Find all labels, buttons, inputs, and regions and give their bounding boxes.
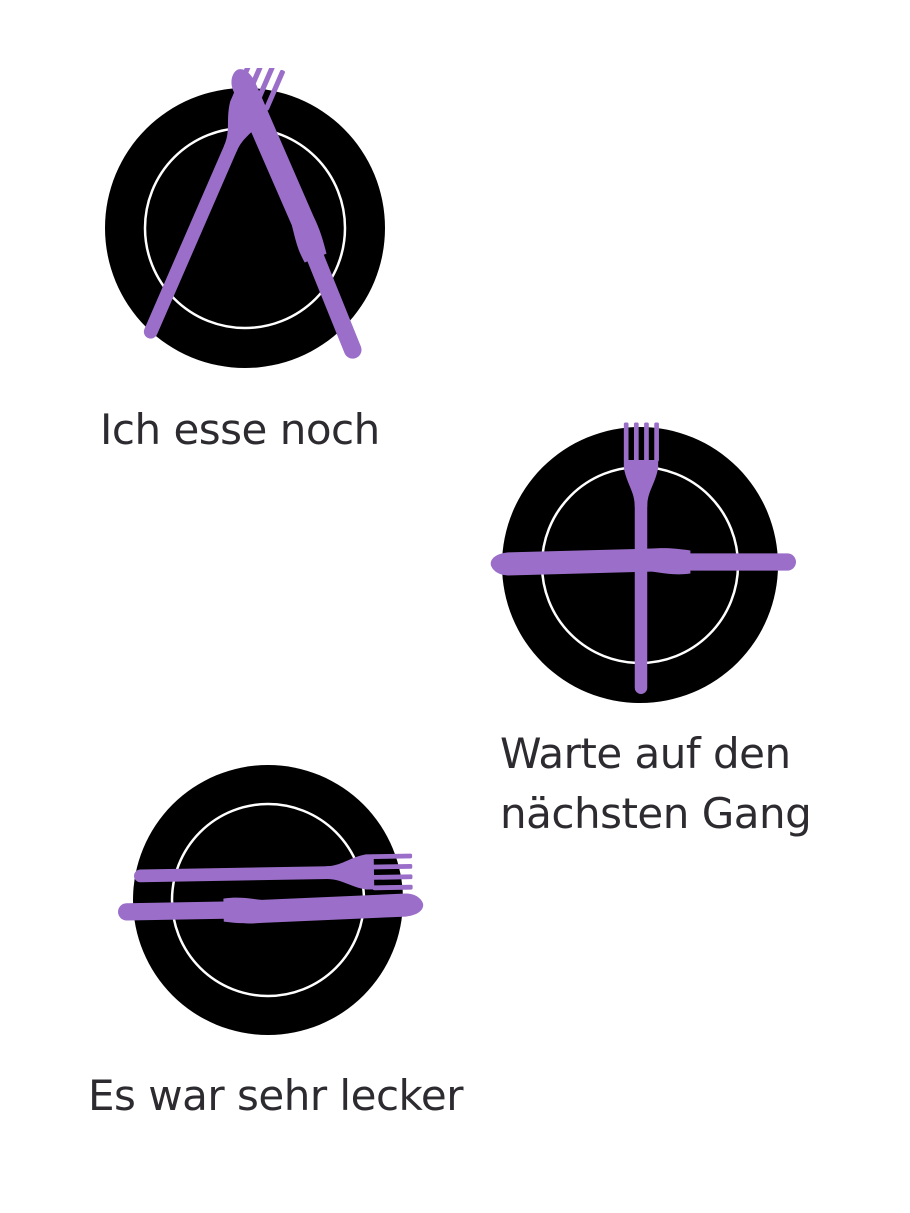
caption-line: Warte auf den bbox=[500, 729, 791, 778]
caption-line: nächsten Gang bbox=[500, 789, 812, 838]
plate-3-illustration bbox=[117, 765, 424, 1035]
caption-line: Es war sehr lecker bbox=[88, 1071, 463, 1120]
caption-ich-esse-noch: Ich esse noch bbox=[100, 400, 380, 460]
plate-1-illustration bbox=[105, 68, 385, 368]
caption-warte-auf-den-naechsten-gang: Warte auf den nächsten Gang bbox=[500, 724, 812, 844]
caption-es-war-sehr-lecker: Es war sehr lecker bbox=[88, 1066, 463, 1126]
caption-line: Ich esse noch bbox=[100, 405, 380, 454]
plate-2-illustration bbox=[490, 422, 796, 703]
